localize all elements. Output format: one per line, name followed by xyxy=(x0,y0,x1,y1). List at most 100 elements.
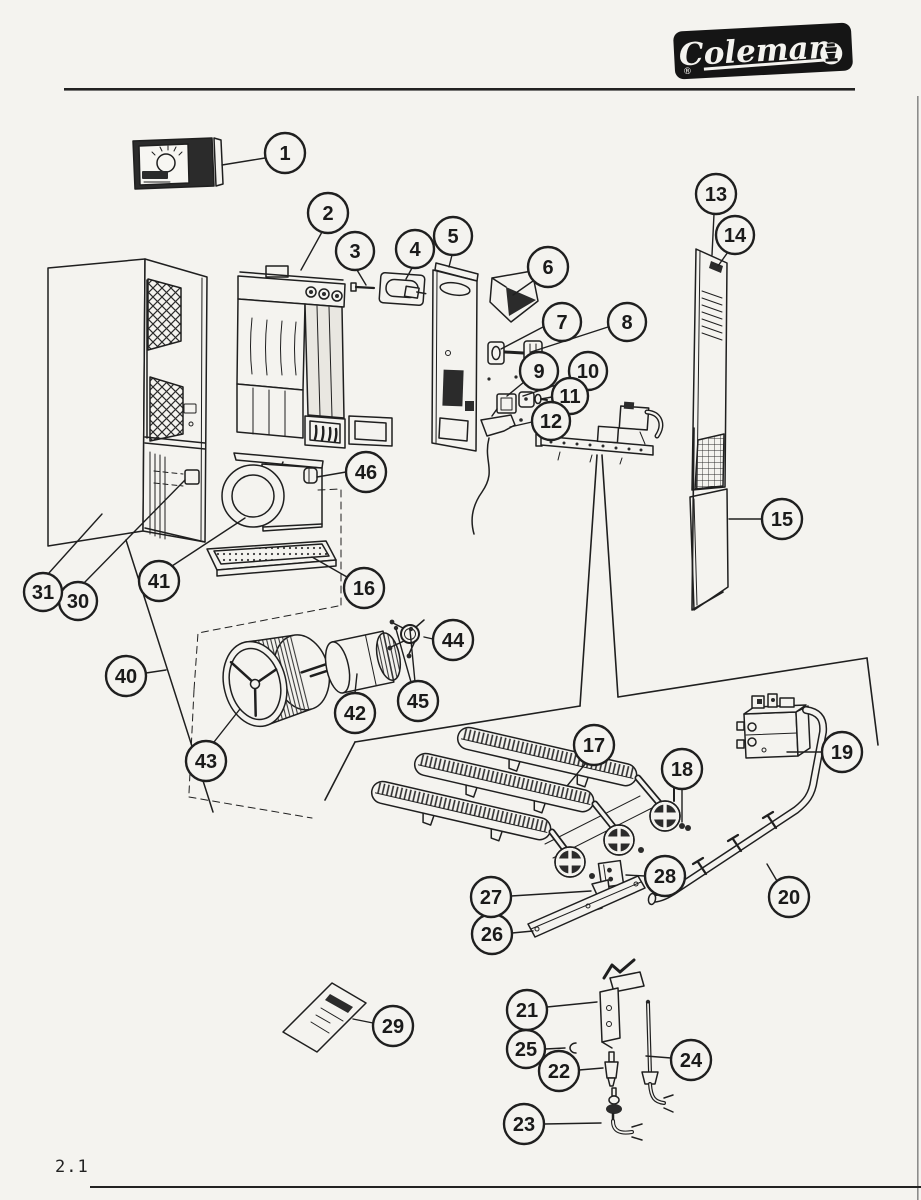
leader-line-31 xyxy=(47,513,103,575)
air-shutters-drawing xyxy=(548,774,691,879)
lantern-icon xyxy=(820,42,843,65)
pilot-bracket-drawing xyxy=(599,958,645,1049)
svg-text:26: 26 xyxy=(481,924,503,946)
leader-line-21 xyxy=(546,1001,598,1008)
grommet-drawing xyxy=(303,467,318,484)
leader-line-30 xyxy=(83,479,186,584)
leader-line-16 xyxy=(311,556,348,578)
pilot-orifice-drawing xyxy=(604,1051,619,1087)
leader-line-3 xyxy=(356,269,367,286)
leader-line-6 xyxy=(512,280,534,296)
leader-line-45 xyxy=(395,628,412,683)
callout-4: 4 xyxy=(394,228,436,270)
svg-text:5: 5 xyxy=(447,226,458,248)
callout-45: 45 xyxy=(396,679,440,723)
clip-drawing xyxy=(569,1042,577,1054)
lower-door-panel-drawing xyxy=(689,488,729,611)
leader-line-43 xyxy=(213,708,241,743)
leader-line-22 xyxy=(578,1067,604,1071)
registered-trademark: ® xyxy=(683,67,693,77)
svg-text:28: 28 xyxy=(654,866,676,888)
svg-text:23: 23 xyxy=(513,1114,535,1136)
filter-drawing xyxy=(206,540,337,577)
svg-text:4: 4 xyxy=(409,239,421,261)
svg-text:24: 24 xyxy=(680,1050,703,1072)
callout-1: 1 xyxy=(263,131,307,175)
leader-line-27 xyxy=(510,890,592,897)
svg-text:16: 16 xyxy=(353,578,375,600)
pin-drawing xyxy=(350,282,376,292)
svg-text:9: 9 xyxy=(533,361,544,383)
coleman-logo: Coleman ® xyxy=(673,22,853,80)
leader-line-2 xyxy=(300,231,323,271)
svg-text:20: 20 xyxy=(778,887,800,909)
svg-text:14: 14 xyxy=(724,225,747,247)
svg-text:25: 25 xyxy=(515,1039,537,1061)
leader-line-5 xyxy=(448,254,453,268)
callout-41: 41 xyxy=(137,559,181,603)
heat-exchanger-drawing xyxy=(236,265,393,449)
callout-28: 28 xyxy=(643,854,687,898)
svg-text:13: 13 xyxy=(705,184,727,206)
leader-line-13 xyxy=(711,213,715,256)
leader-line-45 xyxy=(409,629,416,683)
callout-16: 16 xyxy=(342,566,386,610)
svg-text:21: 21 xyxy=(516,1000,538,1022)
cabinet-drawing xyxy=(47,258,208,547)
leader-line-42 xyxy=(354,673,358,694)
callout-8: 8 xyxy=(606,301,648,343)
blower-wheel-drawing xyxy=(222,634,339,728)
leader-line-4 xyxy=(405,267,413,280)
svg-text:11: 11 xyxy=(559,386,580,408)
svg-text:17: 17 xyxy=(583,735,605,757)
callout-23: 23 xyxy=(502,1102,546,1146)
svg-text:18: 18 xyxy=(671,759,693,781)
blower-motor-drawing xyxy=(309,630,402,694)
svg-text:19: 19 xyxy=(831,742,853,764)
leader-line-29 xyxy=(352,1018,374,1024)
manifold-pipe-drawing xyxy=(647,706,828,906)
svg-text:15: 15 xyxy=(771,509,793,531)
svg-text:8: 8 xyxy=(621,312,632,334)
callout-42: 42 xyxy=(333,691,377,735)
svg-text:31: 31 xyxy=(32,582,54,604)
leader-line-1 xyxy=(221,157,266,166)
control-panel-drawing xyxy=(431,262,479,452)
callout-19: 19 xyxy=(820,730,864,774)
leader-line-20 xyxy=(766,863,778,882)
pilot-assembly-drawing xyxy=(535,401,664,465)
blower-housing-drawing xyxy=(221,452,324,532)
svg-text:2: 2 xyxy=(322,203,333,225)
burner-box-outline xyxy=(324,427,879,801)
callout-2: 2 xyxy=(306,191,350,235)
svg-text:7: 7 xyxy=(556,312,567,334)
latch-plate-drawing xyxy=(378,272,427,306)
svg-text:45: 45 xyxy=(407,691,429,713)
leader-line-40 xyxy=(145,669,167,674)
dashed-position-lines xyxy=(188,488,342,819)
callout-46: 46 xyxy=(344,450,388,494)
callout-13: 13 xyxy=(694,172,738,216)
svg-text:27: 27 xyxy=(480,887,502,909)
footer-rule xyxy=(90,1186,921,1188)
svg-text:42: 42 xyxy=(344,703,366,725)
leader-line-25 xyxy=(544,1047,566,1050)
leader-line-44 xyxy=(423,636,434,640)
motor-mount-drawing xyxy=(387,619,425,659)
callout-31: 31 xyxy=(22,571,64,613)
leader-line-11 xyxy=(540,396,553,400)
svg-text:46: 46 xyxy=(355,462,377,484)
callout-15: 15 xyxy=(760,497,804,541)
callout-17: 17 xyxy=(572,723,616,767)
page-number: 2.1 xyxy=(55,1157,89,1177)
callout-43: 43 xyxy=(184,739,228,783)
leader-line-24 xyxy=(645,1055,672,1059)
callout-26: 26 xyxy=(470,912,514,956)
pilot-burner-drawing xyxy=(606,1087,643,1141)
leader-line-28 xyxy=(625,874,646,877)
callout-21: 21 xyxy=(505,988,549,1032)
header-rule xyxy=(64,88,855,91)
callout-24: 24 xyxy=(669,1038,713,1082)
